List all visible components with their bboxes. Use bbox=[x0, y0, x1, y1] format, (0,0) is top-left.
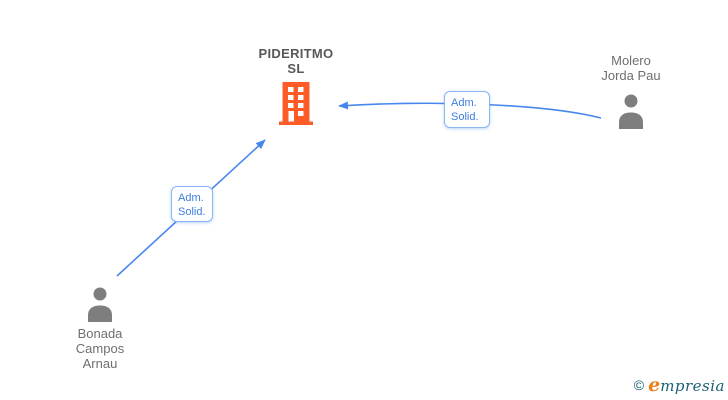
company-name-line: PIDERITMO bbox=[258, 46, 334, 61]
company-name-line: SL bbox=[287, 61, 305, 76]
person-icon bbox=[619, 94, 643, 129]
edge-label-line: Adm. bbox=[451, 97, 477, 109]
person-icon bbox=[88, 287, 112, 322]
person-node-molero[interactable]: Molero Jorda Pau bbox=[583, 53, 679, 129]
building-icon bbox=[279, 82, 313, 125]
brand-rest: mpresia bbox=[660, 377, 725, 395]
edge-label-line: Solid. bbox=[178, 206, 206, 218]
empresia-logo[interactable]: ©empresia bbox=[634, 374, 725, 396]
person-name: Molero Jorda Pau bbox=[583, 53, 679, 83]
company-node-pideritmo[interactable]: PIDERITMO SL bbox=[248, 46, 344, 125]
person-name: Bonada Campos Arnau bbox=[52, 326, 148, 371]
edge-label-line: Solid. bbox=[451, 111, 479, 123]
company-name: PIDERITMO SL bbox=[248, 46, 344, 76]
edge-label-bonada-adm-solid: Adm. Solid. bbox=[171, 186, 213, 222]
edge-label-line: Adm. bbox=[178, 192, 204, 204]
person-name-line: Arnau bbox=[82, 356, 118, 371]
brand-initial: e bbox=[648, 374, 661, 396]
person-name-line: Bonada bbox=[77, 326, 123, 341]
person-name-line: Jorda Pau bbox=[601, 68, 661, 83]
copyright-icon: © bbox=[633, 377, 645, 393]
person-node-bonada[interactable]: Bonada Campos Arnau bbox=[52, 287, 148, 371]
person-name-line: Campos bbox=[75, 341, 125, 356]
person-name-line: Molero bbox=[611, 53, 651, 68]
edge-label-molero-adm-solid: Adm. Solid. bbox=[444, 91, 490, 128]
